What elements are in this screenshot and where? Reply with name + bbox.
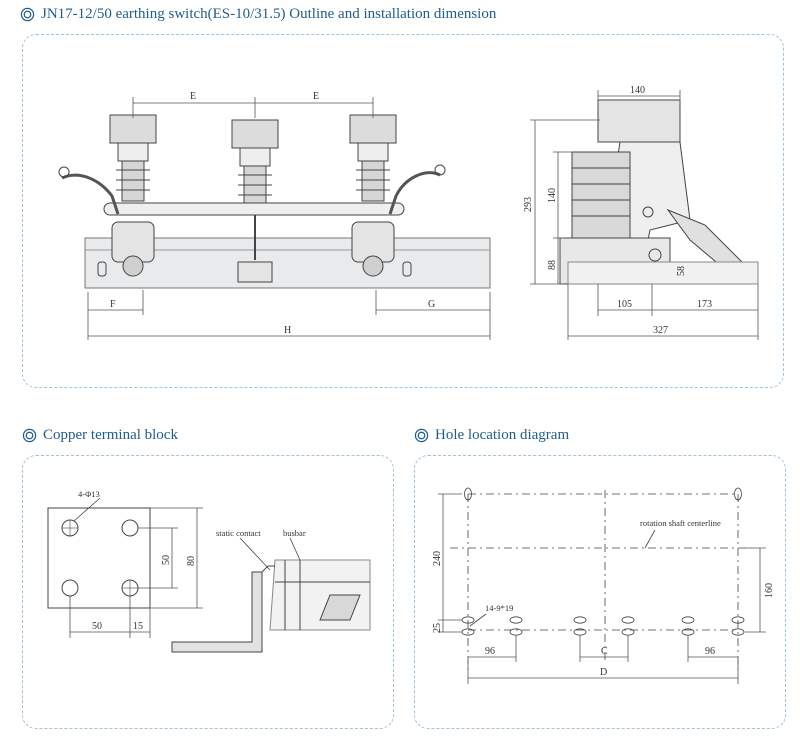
hole-dimensions: [438, 493, 766, 684]
double-circle-icon: [22, 428, 37, 443]
holes-heading: Hole location diagram: [414, 427, 569, 444]
front-view: [58, 114, 491, 289]
pole-middle: [231, 119, 279, 283]
holes-label: 14-9*19: [485, 603, 513, 613]
dim-140-top: 140: [630, 85, 645, 96]
dim-e1: E: [190, 91, 196, 102]
terminal-plate: [47, 497, 151, 609]
terminal-holes-label: 4-Φ13: [78, 489, 100, 499]
dim-173: 173: [697, 299, 712, 310]
terminal-dim-50: 50: [92, 621, 102, 632]
centerline-label: rotation shaft centerline: [640, 518, 721, 528]
terminal-heading-text: Copper terminal block: [43, 427, 178, 443]
dim-140-side: 140: [547, 188, 558, 203]
hole-dim-25: 25: [432, 623, 443, 633]
terminal-heading: Copper terminal block: [22, 427, 178, 444]
hole-dim-96-right: 96: [705, 646, 715, 657]
hole-layout: [450, 487, 750, 670]
dim-g: G: [428, 299, 435, 310]
dim-88: 88: [547, 260, 558, 270]
hole-dim-d: D: [600, 667, 607, 678]
dim-293: 293: [523, 197, 534, 212]
terminal-dimensions: [69, 507, 203, 638]
hole-dim-160: 160: [764, 583, 775, 598]
holes-panel: [414, 455, 786, 729]
double-circle-icon: [414, 428, 429, 443]
main-heading-text: JN17-12/50 earthing switch(ES-10/31.5) O…: [41, 6, 497, 22]
hole-dim-96-left: 96: [485, 646, 495, 657]
dim-105: 105: [617, 299, 632, 310]
double-circle-icon: [20, 7, 35, 22]
outline-panel: [22, 34, 784, 388]
main-heading: JN17-12/50 earthing switch(ES-10/31.5) O…: [20, 6, 496, 23]
dim-h: H: [284, 325, 291, 336]
terminal-panel: [22, 455, 394, 729]
side-dimensions: [530, 90, 759, 340]
hole-dim-240: 240: [432, 551, 443, 566]
pole-right: [349, 114, 397, 277]
dim-e2: E: [313, 91, 319, 102]
front-dimensions: [87, 97, 491, 340]
dim-327: 327: [653, 325, 668, 336]
dim-58: 58: [676, 266, 687, 276]
static-contact: [171, 537, 371, 653]
static-contact-label: static contact: [216, 528, 261, 538]
side-view: [559, 99, 759, 285]
dim-f: F: [110, 299, 116, 310]
busbar-label: busbar: [283, 528, 306, 538]
terminal-dim-80: 80: [186, 556, 197, 566]
pole-left: [109, 114, 157, 277]
holes-heading-text: Hole location diagram: [435, 427, 570, 443]
hole-dim-c: C: [601, 646, 608, 657]
terminal-dim-15: 15: [133, 621, 143, 632]
terminal-dim-50v: 50: [161, 555, 172, 565]
